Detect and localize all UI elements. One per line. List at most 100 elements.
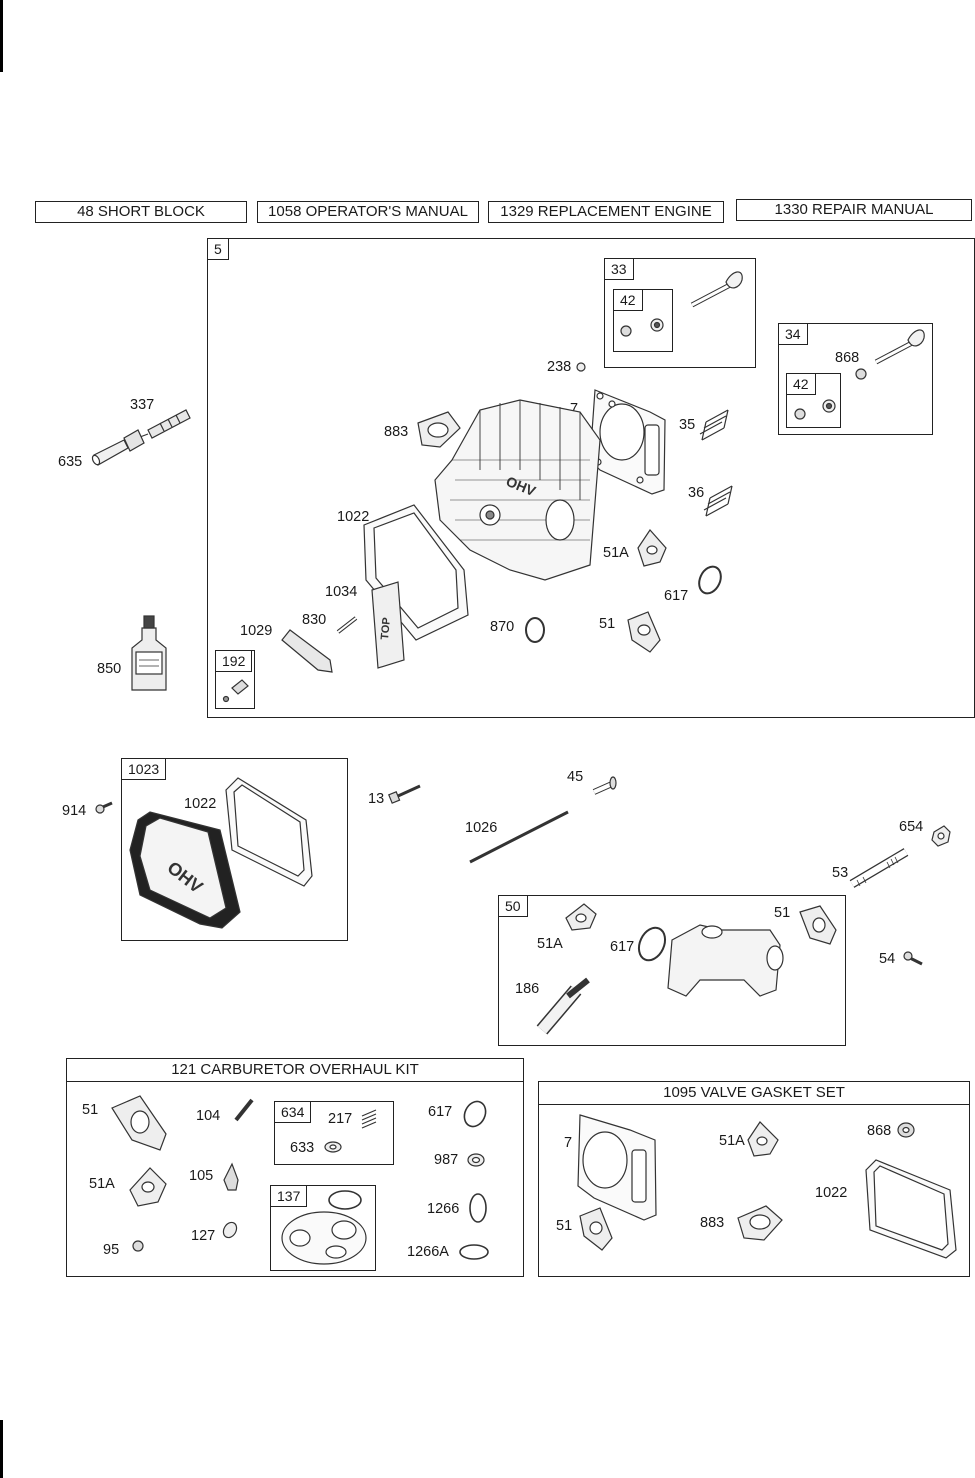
spark-plug-337: [139, 409, 191, 439]
svg-text:TOP: TOP: [379, 617, 393, 640]
callout-45: 45: [567, 769, 584, 785]
group-tag-33: 33: [604, 258, 634, 280]
callout-53: 53: [832, 865, 849, 881]
callout-51a: 51A: [603, 545, 629, 561]
group-tag-634: 634: [274, 1101, 312, 1123]
group-tag-192: 192: [215, 650, 253, 672]
valve-gasket-set-title: 1095 VALVE GASKET SET: [539, 1082, 969, 1105]
kit-gasket-51: [111, 1095, 167, 1151]
group-tag-50: 50: [498, 895, 528, 917]
kit-screw-95: [132, 1240, 144, 1252]
kit-o-ring-1266a: [459, 1244, 489, 1260]
valve-gasket-set-frame: 1095 VALVE GASKET SET: [538, 1081, 970, 1277]
intake-manifold: [667, 924, 784, 997]
callout-13: 13: [368, 791, 385, 807]
set-callout-51: 51: [556, 1218, 573, 1234]
exhaust-valve-frame: [778, 323, 933, 435]
kit-bowl-gasket-137: [281, 1211, 367, 1265]
gasket-51-manifold: [799, 905, 837, 945]
binding-mark-top: [0, 0, 3, 72]
valve-spring-35: [699, 409, 729, 441]
callout-870: 870: [490, 619, 515, 635]
kit-needle-105: [223, 1162, 239, 1191]
callout-337: 337: [130, 397, 155, 413]
callout-1026: 1026: [465, 820, 498, 836]
exhaust-valve: [874, 329, 925, 365]
callout-654: 654: [899, 819, 924, 835]
kit-callout-51: 51: [82, 1102, 99, 1118]
kit-o-ring-1266: [469, 1193, 487, 1223]
kit-callout-1266a: 1266A: [407, 1244, 449, 1260]
kit-gasket-51a: [129, 1167, 167, 1207]
binding-mark-bottom: [0, 1420, 3, 1478]
spark-plug-boot-635: [91, 429, 145, 466]
screw-13: [388, 784, 421, 804]
intake-valve: [690, 271, 743, 308]
keeper-icon: [620, 325, 632, 337]
valve-spring-36: [703, 485, 733, 517]
breather-clip-icon: [222, 695, 230, 703]
callout-868: 868: [835, 350, 860, 366]
o-ring-617-manifold: [637, 926, 667, 962]
group-tag-1023: 1023: [121, 758, 167, 780]
kit-callout-95: 95: [103, 1242, 120, 1258]
set-callout-868: 868: [867, 1123, 892, 1139]
kit-pin-104: [234, 1098, 254, 1122]
fitting-830: [336, 616, 358, 634]
set-gasket-51a: [747, 1121, 779, 1157]
tappet-45: [592, 776, 617, 795]
callout-36: 36: [688, 485, 705, 501]
callout-1029: 1029: [240, 623, 273, 639]
group-tag-34: 34: [778, 323, 808, 345]
sealant-tube-850: [131, 615, 167, 691]
callout-238: 238: [547, 359, 572, 375]
callout-617-manifold: 617: [610, 939, 635, 955]
group-tag-137: 137: [270, 1185, 308, 1207]
kit-spring-217: [361, 1109, 377, 1129]
callout-1022: 1022: [337, 509, 370, 525]
repair-manual-ref: 1330 REPAIR MANUAL: [736, 199, 972, 221]
kit-o-ring-617: [463, 1100, 487, 1128]
kit-plug-127: [222, 1221, 238, 1239]
gasket-51: [627, 611, 661, 653]
gasket-frame-137: [270, 1185, 376, 1271]
screw-54: [903, 951, 923, 966]
group-tag-5: 5: [207, 238, 229, 260]
replacement-engine-ref: 1329 REPLACEMENT ENGINE: [488, 201, 724, 223]
gasket-51a: [637, 529, 667, 567]
gasket-883: [417, 411, 461, 448]
callout-1022-cover: 1022: [184, 796, 217, 812]
head-gasket-7: [589, 389, 666, 495]
set-cover-gasket-1022: [865, 1159, 957, 1259]
callout-914: 914: [62, 803, 87, 819]
kit-callout-104: 104: [196, 1108, 221, 1124]
kit-washer-633: [324, 1141, 342, 1153]
operators-manual-ref: 1058 OPERATOR'S MANUAL: [257, 201, 479, 223]
intake-valve-frame: [604, 258, 756, 368]
kit-callout-217: 217: [328, 1111, 353, 1127]
gasket-51a-manifold: [565, 903, 597, 931]
callout-186: 186: [515, 981, 540, 997]
intake-manifold-frame: [498, 895, 846, 1046]
valve-cover-frame: [121, 758, 348, 941]
nut-654: [931, 825, 951, 847]
cylinder-head: OHV: [434, 399, 601, 581]
group-tag-42-a: 42: [613, 289, 643, 311]
kit-callout-1266: 1266: [427, 1201, 460, 1217]
set-callout-883: 883: [700, 1215, 725, 1231]
set-valve-seal-868: [897, 1122, 915, 1138]
push-rod-1026: [469, 810, 569, 864]
valve-cover: OHV: [129, 811, 241, 929]
carburetor-kit-title: 121 CARBURETOR OVERHAUL KIT: [67, 1059, 523, 1082]
set-callout-51a: 51A: [719, 1133, 745, 1149]
callout-51: 51: [599, 616, 616, 632]
keeper-icon: [794, 408, 806, 420]
callout-830: 830: [302, 612, 327, 628]
fitting-186: [536, 977, 590, 1035]
plug-238-icon: [576, 362, 586, 372]
float-bowl-frame: [274, 1101, 394, 1165]
breather-plate-1034: TOP: [371, 581, 405, 669]
kit-o-ring-137: [328, 1190, 362, 1210]
callout-51a-manifold: 51A: [537, 936, 563, 952]
